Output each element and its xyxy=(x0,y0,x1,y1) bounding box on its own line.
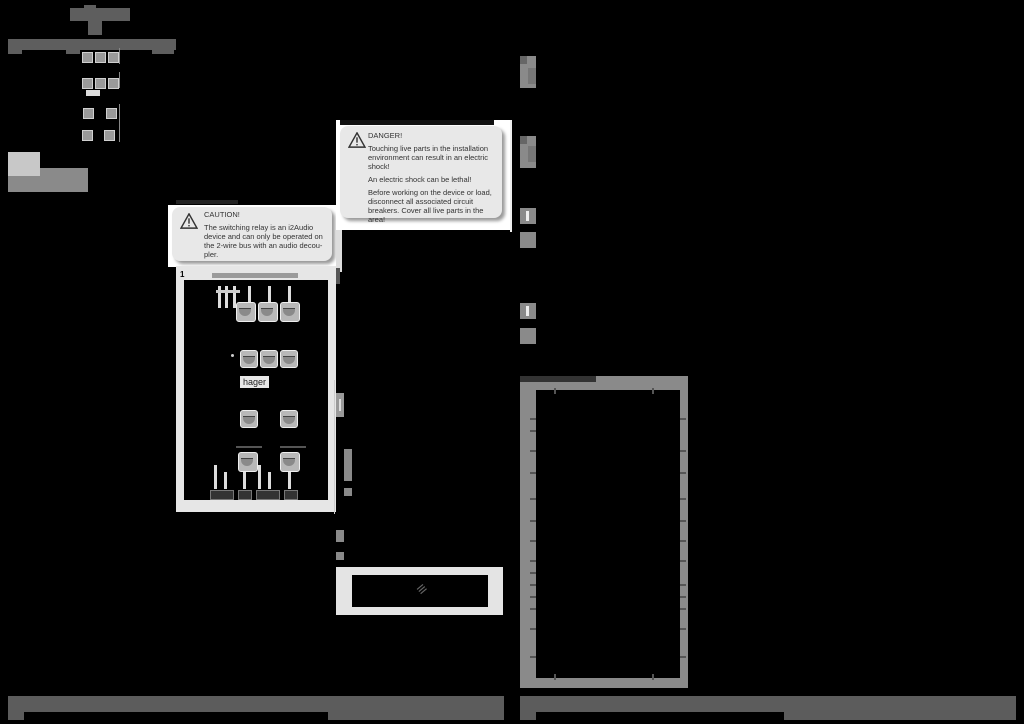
step-marker xyxy=(344,449,352,481)
terminal-diagram-figure xyxy=(520,376,688,688)
danger-text-2: An electric shock can be lethal! xyxy=(368,175,472,184)
danger-box: DANGER! Touching live parts in the insta… xyxy=(340,126,502,224)
section-number-box xyxy=(8,152,40,176)
caution-box: CAUTION! The switching relay is an i2Aud… xyxy=(172,207,332,261)
caution-text: The switching relay is an i2Audio device… xyxy=(204,223,323,259)
warning-triangle-icon xyxy=(180,213,198,229)
step-marker xyxy=(520,328,536,344)
device-diagram-figure: 1 hager xyxy=(176,266,336,512)
header-tab-mid xyxy=(66,48,80,54)
page-header-bar xyxy=(8,39,176,50)
thumbnail-brand-logo xyxy=(86,90,100,96)
header-tab-left xyxy=(8,48,22,54)
device-brand-label: hager xyxy=(240,376,270,388)
note-figure: ≡ xyxy=(336,567,503,615)
brand-logo-cap xyxy=(84,5,96,10)
column-marker xyxy=(336,268,340,284)
info-icon xyxy=(526,211,529,221)
terminal-drawing xyxy=(530,388,686,680)
danger-text-3: Before working on the device or load, di… xyxy=(368,188,492,224)
header-tab-right xyxy=(152,48,174,54)
terminal-figure-bottom xyxy=(520,680,688,688)
step-marker xyxy=(520,232,536,248)
right-footer-notch xyxy=(536,712,784,720)
step-marker xyxy=(520,136,536,168)
figure-caption-bar xyxy=(520,376,596,382)
caution-heading-rule xyxy=(176,200,238,204)
danger-title: DANGER! xyxy=(368,131,403,140)
page-gutter-line xyxy=(510,120,512,232)
info-icon xyxy=(526,306,529,316)
info-marker xyxy=(520,208,536,224)
screwdriver-icon: ≡ xyxy=(413,580,432,600)
danger-text-1: Touching live parts in the installation … xyxy=(368,144,489,171)
figure-number: 1 xyxy=(180,270,185,279)
step-marker-small xyxy=(344,488,352,496)
column-divider xyxy=(334,380,335,514)
left-footer-notch xyxy=(24,712,328,720)
figure-caption-bar xyxy=(212,273,298,278)
step-marker xyxy=(336,530,344,542)
danger-frame-edge xyxy=(336,230,342,272)
info-marker xyxy=(336,393,344,417)
caution-title: CAUTION! xyxy=(204,210,240,219)
step-marker xyxy=(520,56,536,88)
step-marker-small xyxy=(336,552,344,560)
device-thumbnail xyxy=(80,48,120,144)
info-marker xyxy=(520,303,536,319)
danger-heading-rule xyxy=(340,120,494,125)
warning-triangle-icon xyxy=(348,132,366,148)
device-drawing: hager xyxy=(184,280,328,500)
brand-logo xyxy=(70,8,130,21)
brand-logo-stem xyxy=(88,21,102,35)
